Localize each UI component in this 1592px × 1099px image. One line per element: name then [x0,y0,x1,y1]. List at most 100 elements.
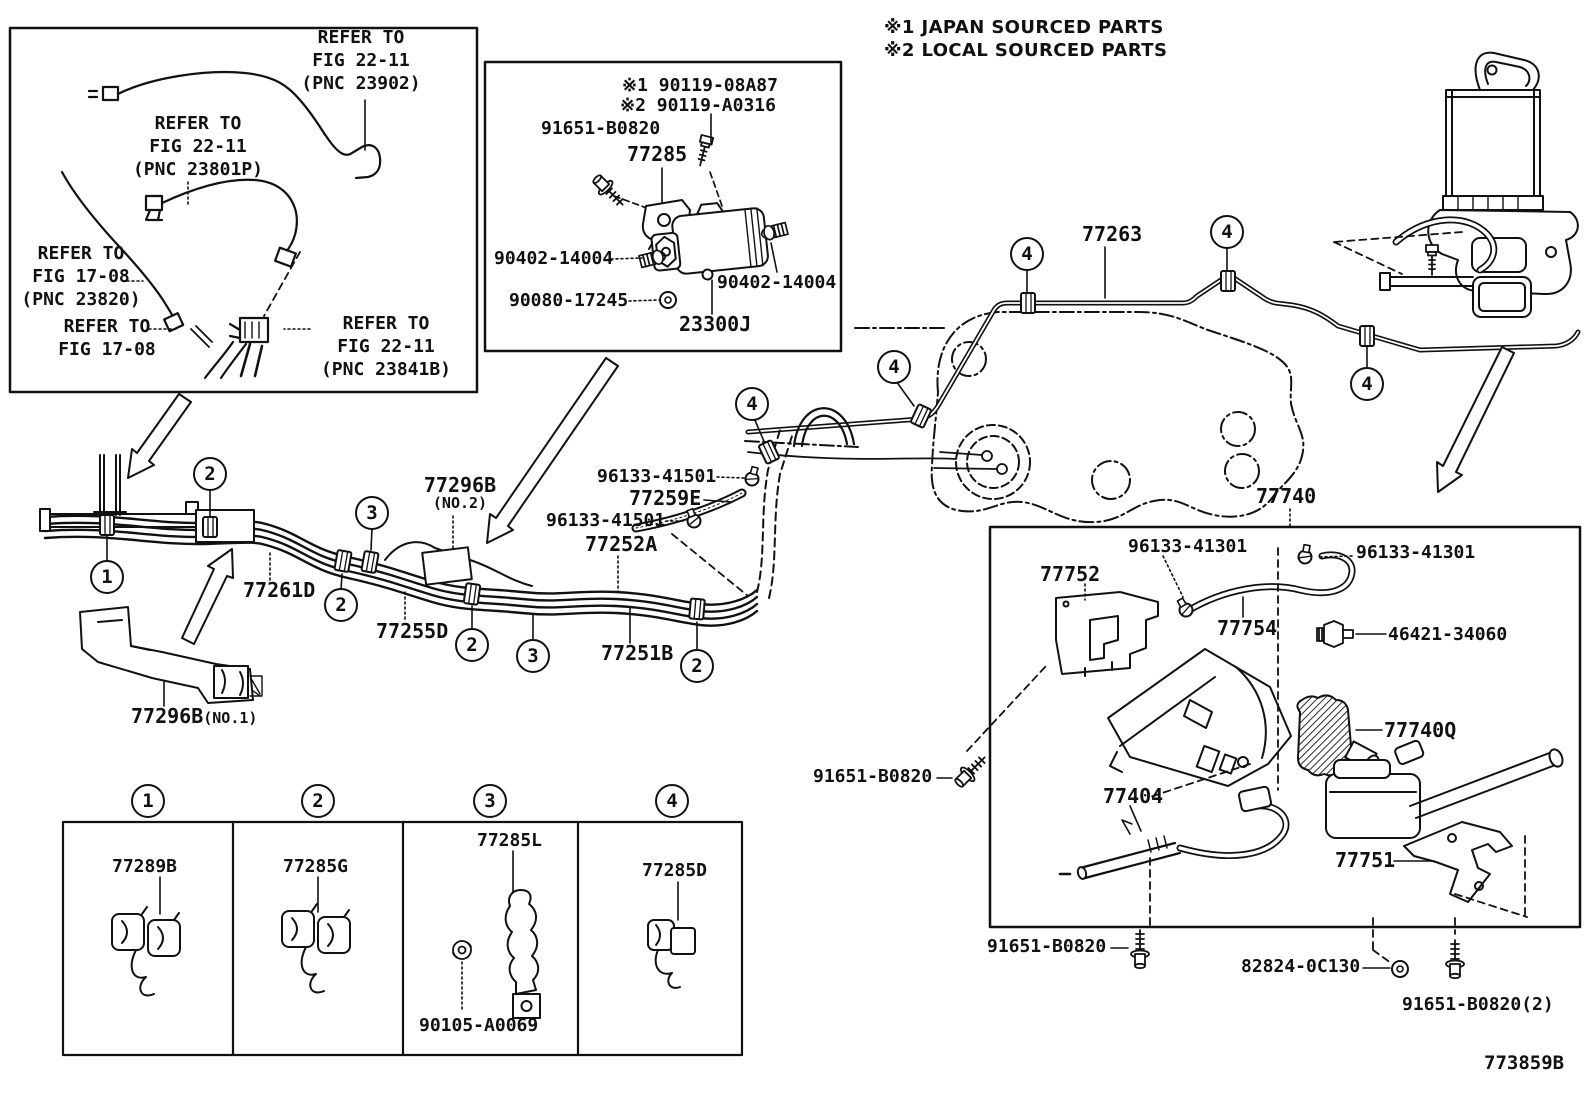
text-line: FIG 17-08 [32,266,130,287]
part-label-77752[interactable]: 77752 [1040,562,1101,586]
clip-sketches [111,850,696,1019]
filter-leaders [610,113,778,315]
hose-77259e [631,488,749,597]
text-line: (PNC 23820) [21,289,141,310]
callout-4[interactable]: 4 [1010,237,1044,271]
text-line: (PNC 23801P) [132,159,264,180]
callout-4[interactable]: 4 [735,387,769,421]
callout-2[interactable]: 2 [680,649,714,683]
part-label-96133-41501-upper[interactable]: 96133-41501 [597,466,717,487]
part-label-77740q[interactable]: 77740Q [1384,718,1457,742]
text-line: (NO.1) [203,709,258,727]
callout-4[interactable]: 4 [1350,367,1384,401]
part-label-77285l[interactable]: 77285L [477,830,543,851]
part-label-91651-b0820-left[interactable]: 91651-B0820 [813,766,933,787]
breather-tube-77263 [745,274,1581,435]
refer-note-1708: REFER TO FIG 17-08 [42,315,172,361]
filter-box-frame [483,60,843,353]
part-label-77289b[interactable]: 77289B [112,856,178,877]
part-label-77285d[interactable]: 77285D [642,860,708,881]
callout-1[interactable]: 1 [90,560,124,594]
callout-4[interactable]: 4 [1210,215,1244,249]
text-line: FIG 22-11 [337,336,435,357]
part-label-23300j[interactable]: 23300J [679,312,752,336]
part-label-82824-0c130[interactable]: 82824-0C130 [1241,956,1361,977]
part-label-77259e[interactable]: 77259E [629,486,702,510]
refer-note-23820: REFER TO FIG 17-08 (PNC 23820) [16,242,146,311]
part-label-77252a[interactable]: 77252A [585,532,658,556]
table-callout-2[interactable]: 2 [301,784,335,818]
arrow-from-refer-box [127,393,192,479]
callout-leaders [106,246,1368,652]
part-label-77754[interactable]: 77754 [1217,616,1278,640]
text-line: REFER TO [37,243,125,264]
text-line: REFER TO [63,316,151,337]
table-callout-4[interactable]: 4 [655,784,689,818]
callout-4[interactable]: 4 [877,350,911,384]
tube-arch [792,407,856,448]
part-label-90105-a0069[interactable]: 90105-A0069 [419,1015,539,1036]
part-label-77740[interactable]: 77740 [1256,484,1317,508]
part-label-90119-08a87[interactable]: ※1 90119-08A87 [622,75,778,96]
clip-table-frame [61,820,744,1057]
refer-note-23801p: REFER TO FIG 22-11 (PNC 23801P) [124,112,272,181]
arrow-to-canister-box [1436,346,1515,493]
callout-2[interactable]: 2 [324,588,358,622]
text-line: 77296B [131,704,204,728]
text-line: FIG 17-08 [58,339,156,360]
part-label-77296b-no2[interactable]: 77296B (NO.2) [414,473,506,512]
canister-leaders [936,508,1435,969]
callout-2[interactable]: 2 [455,628,489,662]
fuel-filter-sketch [588,133,790,309]
refer-leaders [126,99,366,330]
filter-77740q-sketch [1296,694,1380,777]
refer-box-frame [8,26,479,394]
note-local-sourced: ※2 LOCAL SOURCED PARTS [884,40,1168,61]
part-label-90402-14004-left[interactable]: 90402-14004 [494,248,614,269]
part-label-77255d[interactable]: 77255D [376,619,449,643]
part-label-77296b-no1[interactable]: 77296B(NO.1) [131,704,258,728]
tank-pump-ports [747,450,1008,475]
callout-2[interactable]: 2 [193,457,227,491]
protector-77296b-no1-sketch [79,606,263,704]
arrow-to-protector [181,548,234,645]
part-label-91651-b0820-pair[interactable]: 91651-B0820(2) [1402,994,1554,1015]
part-label-96133-41501-lower[interactable]: 96133-41501 [546,510,666,531]
canister-bracket-77752 [1055,591,1159,677]
part-label-77263[interactable]: 77263 [1082,222,1143,246]
bracket-77751-sketch [1403,821,1513,903]
text-line: FIG 22-11 [312,50,410,71]
airbox-and-tube-sketch [1325,739,1564,839]
part-label-77285g[interactable]: 77285G [283,856,349,877]
riser-tubes [756,429,793,599]
table-callout-1[interactable]: 1 [131,784,165,818]
part-label-96133-41301-left[interactable]: 96133-41301 [1128,536,1248,557]
part-label-77251b[interactable]: 77251B [601,641,674,665]
part-label-91651-b0820-filter[interactable]: 91651-B0820 [541,118,661,139]
part-label-77751[interactable]: 77751 [1335,848,1396,872]
part-label-90119-a0316[interactable]: ※2 90119-A0316 [620,95,776,116]
part-label-91651-b0820-bottom[interactable]: 91651-B0820 [987,936,1107,957]
refer-tubes-sketch [60,70,382,380]
part-label-96133-41301-right[interactable]: 96133-41301 [1356,542,1476,563]
part-label-90402-14004-right[interactable]: 90402-14004 [717,272,837,293]
table-callout-3[interactable]: 3 [473,784,507,818]
text-line: 77296B [423,473,497,497]
refer-note-23841b: REFER TO FIG 22-11 (PNC 23841B) [310,312,462,381]
filler-overview-sketch [1333,51,1579,318]
hose-77754-sketch [1182,551,1356,616]
part-label-77261d[interactable]: 77261D [243,578,316,602]
protector-77296b-no2-sketch [384,541,533,587]
callout-3[interactable]: 3 [355,496,389,530]
part-label-46421-34060[interactable]: 46421-34060 [1388,624,1508,645]
part-label-77285[interactable]: 77285 [627,142,688,166]
text-line: FIG 22-11 [149,136,247,157]
note-japan-sourced: ※1 JAPAN SOURCED PARTS [884,17,1164,38]
callout-3[interactable]: 3 [516,639,550,673]
part-label-77404[interactable]: 77404 [1103,784,1164,808]
refer-note-23902: REFER TO FIG 22-11 (PNC 23902) [293,26,429,95]
direction-arrows [127,346,1515,645]
part-label-90080-17245[interactable]: 90080-17245 [509,290,629,311]
